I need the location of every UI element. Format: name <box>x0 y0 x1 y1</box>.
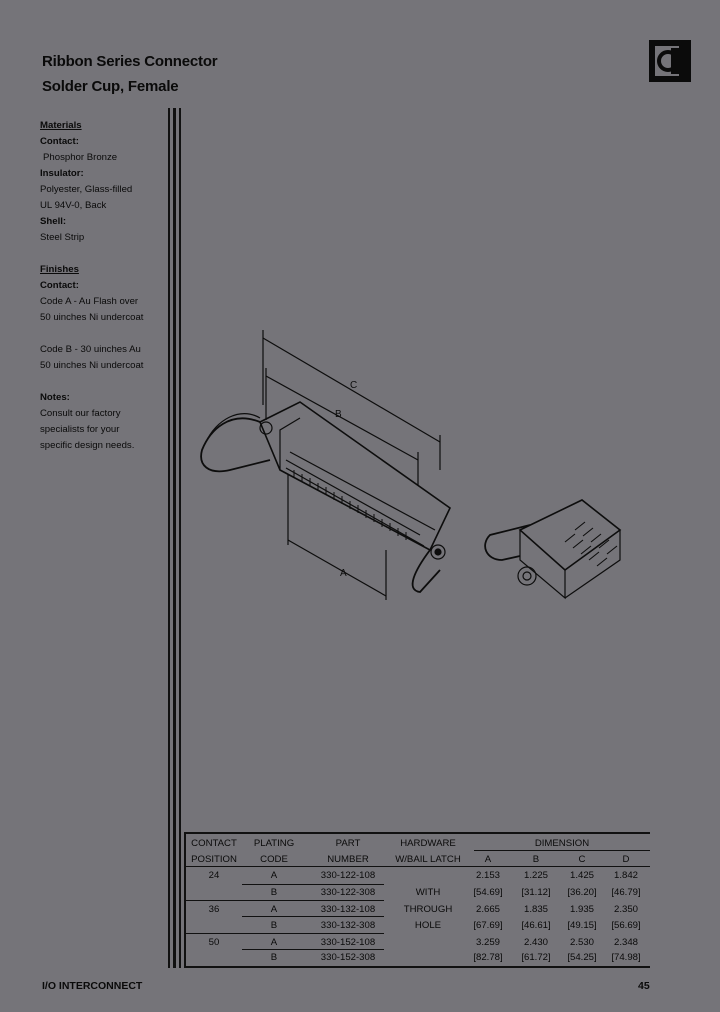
contact-label: Contact: <box>40 136 79 147</box>
row-dim-a: 2.665 <box>475 904 500 915</box>
row-code: B <box>270 952 278 963</box>
row-part: 330-122-308 <box>320 887 376 898</box>
row-part: 330-152-108 <box>320 937 376 948</box>
insulator-line: Polyester, Glass-filled <box>40 184 133 195</box>
header-position: POSITION <box>191 854 237 865</box>
row-dim-b: 1.835 <box>523 904 548 915</box>
row-code: B <box>270 920 278 931</box>
insulator-label: Insulator: <box>40 168 84 179</box>
row-code: A <box>270 904 278 915</box>
row-dim-a: [67.69] <box>473 920 503 931</box>
row-dim-c: [49.15] <box>567 920 597 931</box>
header-code: CODE <box>260 854 288 865</box>
finishes-heading: Finishes <box>40 264 79 275</box>
row-dim-a: 3.259 <box>475 937 500 948</box>
notes-line: specific design needs. <box>40 440 135 451</box>
row-position: 36 <box>208 904 220 915</box>
row-dim-b: 2.430 <box>523 937 548 948</box>
row-part: 330-152-308 <box>320 952 376 963</box>
row-part: 330-132-308 <box>320 920 376 931</box>
header-latch: W/BAIL LATCH <box>395 854 461 865</box>
connector-drawing: C B A <box>200 330 622 600</box>
shell-value: Steel Strip <box>40 232 85 243</box>
row-part: 330-132-108 <box>320 904 376 915</box>
row-dim-d: 2.350 <box>613 904 638 915</box>
row-dim-b: [46.61] <box>521 920 551 931</box>
finish-a-line: Code A - Au Flash over <box>40 296 139 307</box>
header-number: NUMBER <box>327 854 369 865</box>
header-dim-c: C <box>578 854 586 865</box>
row-dim-a: [54.69] <box>473 887 503 898</box>
row-code: B <box>270 887 278 898</box>
page-subtitle: Solder Cup, Female <box>42 78 179 95</box>
row-dim-c: 2.530 <box>569 937 594 948</box>
row-dim-b: [31.12] <box>521 887 551 898</box>
row-dim-d: [74.98] <box>611 952 641 963</box>
row-dim-d: 1.842 <box>613 870 638 881</box>
header-contact: CONTACT <box>191 838 237 849</box>
finish-b-line: 50 uinches Ni undercoat <box>40 360 144 371</box>
row-dim-c: 1.935 <box>569 904 594 915</box>
footer-section-name: I/O INTERCONNECT <box>42 980 143 992</box>
notes-line: specialists for your <box>40 424 120 435</box>
row-position: 50 <box>208 937 220 948</box>
notes-line: Consult our factory <box>40 408 121 419</box>
finish-a-line: 50 uinches Ni undercoat <box>40 312 144 323</box>
row-code: A <box>270 937 278 948</box>
page-number: 45 <box>638 980 650 992</box>
row-dim-d: 2.348 <box>613 937 638 948</box>
row-dim-d: [46.79] <box>611 887 641 898</box>
dimension-b-label: B <box>335 409 342 420</box>
row-dim-b: [61.72] <box>521 952 551 963</box>
header-part: PART <box>335 838 361 849</box>
header-dim-d: D <box>622 854 630 865</box>
hardware-text: HOLE <box>414 920 442 931</box>
vertical-rules <box>168 108 181 968</box>
finish-contact-label: Contact: <box>40 280 79 291</box>
header-dim-a: A <box>484 854 492 865</box>
header-dimension: DIMENSION <box>534 838 590 849</box>
header-hardware: HARDWARE <box>400 838 456 849</box>
row-dim-c: [36.20] <box>567 887 597 898</box>
row-dim-b: 1.225 <box>523 870 548 881</box>
row-code: A <box>270 870 278 881</box>
contact-value: Phosphor Bronze <box>43 152 118 163</box>
header-plating: PLATING <box>253 838 295 849</box>
shell-label: Shell: <box>40 216 67 227</box>
row-dim-a: [82.78] <box>473 952 503 963</box>
row-part: 330-122-108 <box>320 870 376 881</box>
dimension-c-label: C <box>350 380 357 391</box>
page-title: Ribbon Series Connector <box>42 53 218 70</box>
hardware-text: THROUGH <box>403 904 453 915</box>
row-dim-c: [54.25] <box>567 952 597 963</box>
notes-label: Notes: <box>40 392 70 403</box>
header-dim-b: B <box>532 854 540 865</box>
company-logo-icon <box>649 40 691 82</box>
materials-sidebar: Materials Contact: Phosphor Bronze Insul… <box>40 118 168 454</box>
row-position: 24 <box>208 870 220 881</box>
dimension-a-label: A <box>340 568 347 579</box>
row-dim-c: 1.425 <box>569 870 594 881</box>
hardware-text: WITH <box>415 887 441 898</box>
row-dim-a: 2.153 <box>475 870 500 881</box>
finish-b-line: Code B - 30 uinches Au <box>40 344 141 355</box>
materials-heading: Materials <box>40 120 82 131</box>
insulator-line: UL 94V-0, Back <box>40 200 107 211</box>
row-dim-d: [56.69] <box>611 920 641 931</box>
